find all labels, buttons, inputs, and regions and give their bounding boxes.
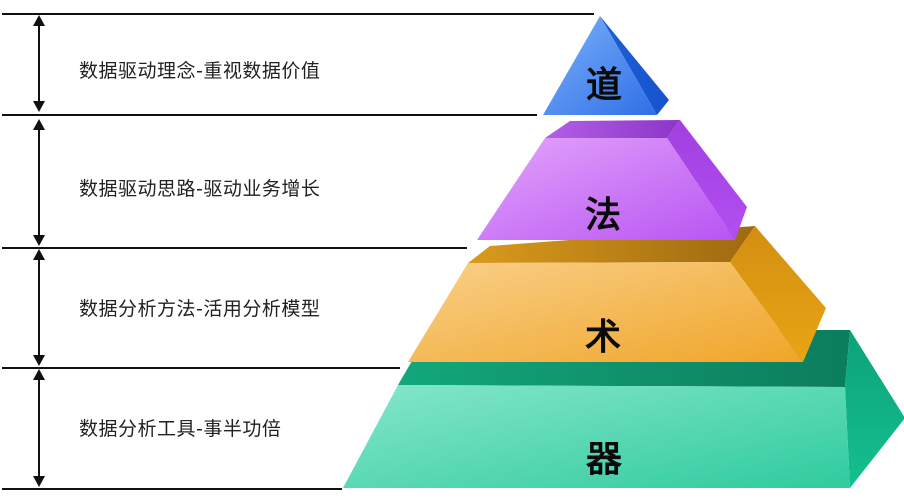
arrow-down-icon [33,101,45,112]
arrow-shaft [38,376,40,478]
level-3-description: 数据分析方法-活用分析模型 [79,298,321,320]
divider-line-5 [2,488,342,490]
divider-line-2 [2,114,537,116]
arrow-down-icon [33,355,45,366]
level-4-char: 器 [585,439,622,480]
level-2-char: 法 [584,195,621,236]
arrow-down-icon [33,476,45,487]
level-1-char: 道 [585,65,622,106]
pyramid-layer-3 [408,226,826,362]
pyramid-layer-1 [543,16,669,115]
arrow-shaft [38,256,40,358]
arrow-up-icon [33,249,45,260]
level-2-description: 数据驱动思路-驱动业务增长 [79,178,321,200]
divider-line-1 [2,13,594,15]
level-3-char: 术 [584,317,621,358]
arrow-up-icon [33,369,45,380]
arrow-up-icon [33,119,45,130]
pyramid-layer-2 [477,120,747,240]
level-1-description: 数据驱动理念-重视数据价值 [79,60,321,82]
arrow-up-icon [33,15,45,26]
arrow-shaft [38,126,40,238]
level-4-description: 数据分析工具-事半功倍 [79,418,282,440]
divider-line-4 [2,367,400,369]
arrow-shaft [38,22,40,104]
arrow-down-icon [33,235,45,246]
divider-line-3 [2,247,467,249]
